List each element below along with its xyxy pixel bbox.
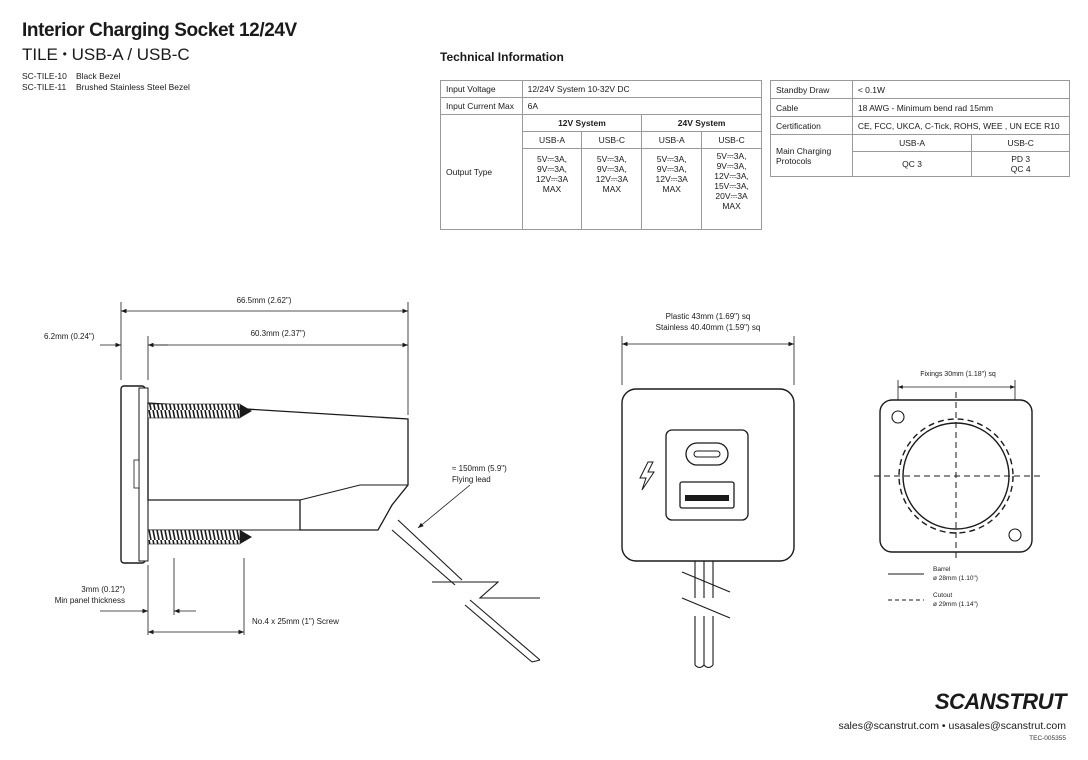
protocols-label: Main Charging Protocols	[770, 134, 853, 177]
barrel-label: Barrel	[933, 566, 951, 573]
input-voltage-label: Input Voltage	[440, 80, 523, 98]
usb-a-header: USB-A	[851, 134, 973, 152]
size-stainless-label: Stainless 40.40mm (1.59") sq	[656, 323, 761, 332]
size-plastic-label: Plastic 43mm (1.69") sq	[666, 312, 751, 321]
flying-lead-label: Flying lead	[452, 475, 491, 484]
usb-a-port-icon	[679, 481, 735, 509]
input-current-label: Input Current Max	[440, 97, 523, 115]
standby-value: < 0.1W	[851, 80, 1071, 99]
sales-email-link[interactable]: sales@scanstrut.com	[838, 720, 939, 732]
cable-label: Cable	[770, 98, 853, 117]
scanstrut-logo: SCANSTRUT	[934, 689, 1067, 714]
cable-value: 18 AWG - Minimum bend rad 15mm	[851, 98, 1071, 117]
barrel-size: ø 28mm (1.10")	[933, 575, 978, 582]
panel-thickness-note: Min panel thickness	[55, 596, 125, 605]
usb-a-header: USB-A	[521, 131, 583, 149]
rear-view-drawing: Fixings 30mm (1.18") sq Barrel ø 28mm (1…	[874, 371, 1040, 608]
system-24v-header: 24V System	[641, 114, 762, 132]
output-type-label: Output Type	[440, 114, 523, 230]
usb-c-port-icon	[685, 442, 729, 466]
certification-value: CE, FCC, UKCA, C-Tick, ROHS, WEE , UN EC…	[851, 116, 1071, 135]
screw-label: No.4 x 25mm (1") Screw	[252, 617, 339, 626]
overall-length-label: 66.5mm (2.62")	[237, 296, 292, 305]
bezel-thickness-label: 6.2mm (0.24")	[44, 332, 95, 341]
technical-info-heading: Technical Information	[440, 50, 564, 64]
front-view-drawing: Plastic 43mm (1.69") sq Stainless 40.40m…	[621, 312, 795, 669]
panel-thickness-label: 3mm (0.12")	[81, 585, 125, 594]
flying-lead-length: ≈ 150mm (5.9")	[452, 464, 507, 473]
input-current-value: 6A	[521, 97, 763, 115]
usb-a-header: USB-A	[641, 131, 703, 149]
protocol-usb-a-value: QC 3	[851, 151, 973, 177]
system-12v-header: 12V System	[521, 114, 643, 132]
page-subtitle: TILE • USB-A / USB-C	[22, 45, 190, 64]
page-title: Interior Charging Socket 12/24V	[22, 20, 297, 41]
spec-table-left: Input Voltage 12/24V System 10-32V DC In…	[440, 80, 763, 230]
usb-c-header: USB-C	[971, 134, 1070, 152]
cutout-label: Cutout	[933, 592, 952, 599]
side-view-drawing: 66.5mm (2.62") 60.3mm (2.37") 6.2mm (0.2…	[44, 296, 541, 663]
certification-label: Certification	[770, 116, 853, 135]
usb-c-header: USB-C	[581, 131, 643, 149]
contact-emails: sales@scanstrut.com • usasales@scanstrut…	[838, 720, 1066, 732]
usa-sales-email-link[interactable]: usasales@scanstrut.com	[948, 720, 1066, 732]
spec-table-right: Standby Draw < 0.1W Cable 18 AWG - Minim…	[770, 80, 1071, 177]
standby-label: Standby Draw	[770, 80, 853, 99]
fixings-label: Fixings 30mm (1.18") sq	[920, 371, 996, 378]
input-voltage-value: 12/24V System 10-32V DC	[521, 80, 763, 98]
cutout-size: ø 29mm (1.14")	[933, 601, 978, 608]
document-reference: TEC-005355	[1029, 735, 1066, 742]
lightning-bolt-icon	[639, 461, 655, 491]
body-length-label: 60.3mm (2.37")	[251, 329, 306, 338]
usb-c-header: USB-C	[701, 131, 762, 149]
